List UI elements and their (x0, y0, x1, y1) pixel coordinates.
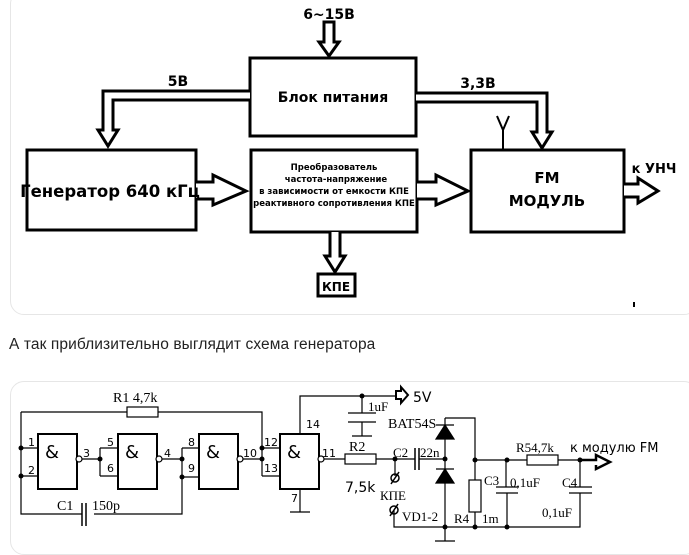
converter-line-1: Преобразователь (291, 162, 378, 173)
antenna-icon (496, 115, 510, 150)
arrow-output-icon (624, 175, 661, 206)
block-diagram: 6~15В Блок питания 5В 3,3В Генератор 640… (20, 7, 677, 307)
power-block-label: Блок питания (278, 90, 388, 106)
kpe-block (316, 272, 357, 298)
converter-line-4: (реактивного сопротивления КПЕ) (249, 199, 418, 209)
output-label: к УНЧ (632, 162, 677, 177)
arrow-conv-fm-icon (417, 172, 472, 208)
fm-label-2: МОДУЛЬ (509, 192, 586, 210)
dot-mark (633, 302, 635, 307)
block-diagram-card (10, 0, 689, 315)
generator-label: Генератор 640 кГц (20, 182, 200, 201)
arrow-5v-icon (95, 89, 250, 149)
arrow-gen-conv-icon (196, 172, 250, 208)
arrow-kpe-icon (322, 232, 348, 275)
kpe-label: КПЕ (322, 280, 350, 294)
fm-module-block (469, 148, 626, 234)
converter-line-3: в зависимости от емкости КПЕ (259, 187, 409, 197)
input-voltage-label: 6~15В (303, 7, 355, 23)
arrow-3v3-icon (416, 91, 555, 151)
fm-label-1: FM (534, 169, 559, 187)
caption-text: А так приблизительно выглядит схема гене… (9, 336, 376, 353)
converter-line-2: частота-напряжение (285, 175, 388, 185)
schematic-card (10, 381, 689, 555)
label-5v: 5В (168, 74, 188, 90)
input-arrow-icon (316, 20, 342, 59)
label-3v3: 3,3В (460, 76, 495, 92)
